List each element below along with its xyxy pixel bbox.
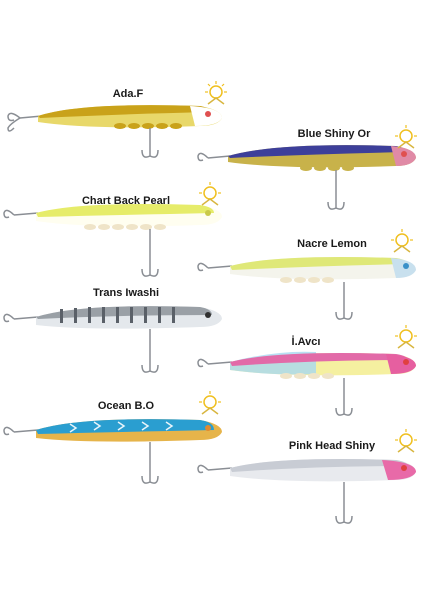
lure-2-graphic — [3, 204, 222, 277]
lure-4-graphic — [3, 306, 222, 373]
lure-7-graphic — [197, 459, 416, 524]
lure-trans-iwashi: Trans Iwashi — [0, 287, 230, 387]
lure-1-label: Blue Shiny Or — [297, 128, 371, 140]
lure-ada-f: Ada.F — [0, 81, 230, 183]
lure-ocean-bo: Ocean B.O — [0, 391, 230, 498]
lure-0-belly-hook — [141, 128, 159, 158]
lure-7-label: Pink Head Shiny — [288, 440, 376, 452]
sun-badge-icon — [202, 80, 230, 108]
sun-badge-icon — [196, 181, 224, 209]
lure-1-graphic — [197, 145, 416, 210]
lure-0-scales — [114, 123, 182, 129]
lure-i-avci: İ.Avcı — [196, 325, 424, 425]
lure-0-eye — [205, 111, 211, 117]
lure-5-graphic — [197, 351, 416, 416]
sun-badge-icon — [388, 228, 416, 256]
lure-4-label: Trans Iwashi — [92, 287, 160, 299]
lure-6-label: Ocean B.O — [97, 400, 155, 412]
lure-blue-shiny-or: Blue Shiny Or — [196, 125, 424, 223]
sun-badge-icon — [392, 324, 420, 352]
lure-2-label: Chart Back Pearl — [81, 195, 171, 207]
sun-badge-icon — [196, 390, 224, 418]
lure-5-label: İ.Avcı — [291, 336, 321, 348]
lure-6-graphic — [3, 419, 222, 484]
lure-chart-back-pearl: Chart Back Pearl — [0, 182, 230, 290]
sun-badge-icon — [392, 124, 420, 152]
sun-badge-icon — [392, 428, 420, 456]
lure-pink-head-shiny: Pink Head Shiny — [196, 429, 424, 538]
lure-0-label: Ada.F — [112, 88, 144, 100]
lure-3-graphic — [197, 257, 416, 320]
lure-nacre-lemon: Nacre Lemon — [196, 229, 424, 333]
lure-0-rear-hook — [7, 112, 43, 132]
lure-3-label: Nacre Lemon — [297, 238, 367, 250]
lure-0-graphic — [7, 105, 222, 158]
